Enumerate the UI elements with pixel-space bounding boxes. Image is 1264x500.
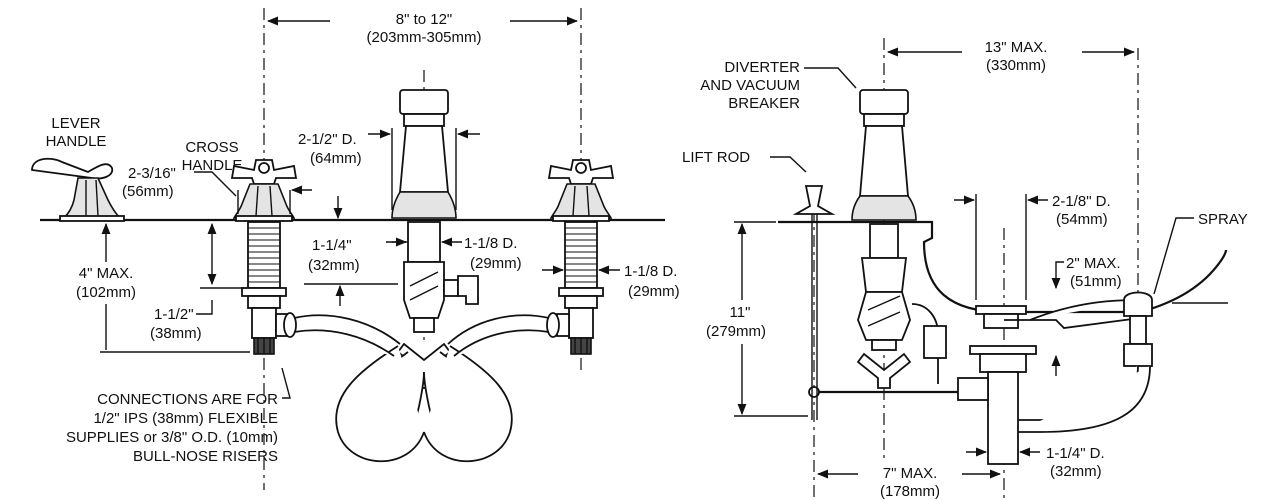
connections-note-line-3: SUPPLIES or 3/8" O.D. (10mm) bbox=[66, 429, 278, 446]
cross-handle-label-1: CROSS bbox=[185, 139, 238, 156]
spout-side-assembly bbox=[851, 89, 947, 389]
max-height-label-bg bbox=[46, 262, 168, 304]
valve-shank-dia-label-metric: (29mm) bbox=[628, 283, 680, 300]
spout-dia-label-imperial: 2-1/2" D. bbox=[298, 131, 357, 148]
handle-dia-label-imperial: 2-3/16" bbox=[128, 165, 176, 182]
spacing-label-bg bbox=[330, 8, 510, 48]
right-side-view: 13" MAX. (330mm) DIVERTER AND VACUUM BRE… bbox=[682, 38, 1248, 500]
diverter-label-3: BREAKER bbox=[728, 95, 800, 112]
offset-label-bg bbox=[858, 462, 962, 500]
drain-assembly bbox=[808, 299, 1141, 465]
tail-dia-label-metric: (32mm) bbox=[1050, 463, 1102, 480]
spout-shank-label-metric: (32mm) bbox=[308, 257, 360, 274]
shank-label-imperial: 1-1/2" bbox=[154, 306, 194, 323]
shank-label-metric: (38mm) bbox=[150, 325, 202, 342]
spout-shank-dia-label-imperial: 1-1/8 D. bbox=[464, 235, 517, 252]
cross-handle-label-2: HANDLE bbox=[182, 157, 243, 174]
spray-leader bbox=[1153, 217, 1194, 295]
diverter-label-2: AND VACUUM bbox=[700, 77, 800, 94]
spacing-label-metric: (203mm-305mm) bbox=[366, 29, 481, 46]
lift-rod bbox=[792, 185, 836, 420]
max-height-label-metric: (102mm) bbox=[76, 284, 136, 301]
reach-label-bg bbox=[962, 38, 1082, 78]
handle-dia-leader bbox=[194, 171, 237, 197]
countertop-and-basin bbox=[778, 220, 1228, 314]
handle-dia-label-metric: (56mm) bbox=[122, 183, 174, 200]
max-height-label-imperial: 4" MAX. bbox=[79, 265, 134, 282]
offset-label-metric: (178mm) bbox=[880, 483, 940, 500]
reach-label-metric: (330mm) bbox=[986, 57, 1046, 74]
lever-handle bbox=[31, 157, 125, 222]
diverter-leader bbox=[804, 67, 857, 89]
connections-leader bbox=[281, 367, 291, 399]
spout-dia-label-metric: (64mm) bbox=[310, 150, 362, 167]
spout-shank-label-imperial: 1-1/4" bbox=[312, 237, 352, 254]
drain-dia-label-metric: (54mm) bbox=[1056, 211, 1108, 228]
lift-rod-leader bbox=[770, 156, 807, 173]
left-cross-handle-valve bbox=[230, 159, 298, 355]
drain-max-arrow-top bbox=[1051, 261, 1064, 290]
drain-max-label-metric: (51mm) bbox=[1070, 273, 1122, 290]
tail-dia-label-imperial: 1-1/4" D. bbox=[1046, 445, 1105, 462]
right-cross-handle-valve bbox=[546, 159, 615, 355]
lift-rod-label: LIFT ROD bbox=[682, 149, 750, 166]
connections-note-line-2: 1/2" IPS (38mm) FLEXIBLE bbox=[93, 410, 278, 427]
offset-label-imperial: 7" MAX. bbox=[883, 465, 938, 482]
spacing-label-imperial: 8" to 12" bbox=[396, 11, 453, 28]
drain-dia-label-imperial: 2-1/8" D. bbox=[1052, 193, 1111, 210]
spray-label: SPRAY bbox=[1198, 211, 1248, 228]
spout-assembly bbox=[293, 89, 550, 463]
connections-note-line-4: BULL-NOSE RISERS bbox=[133, 448, 278, 465]
diverter-label-1: DIVERTER bbox=[724, 59, 800, 76]
left-front-view: 8" to 12" (203mm-305mm) LEVER HANDLE CRO… bbox=[31, 8, 680, 490]
reach-label-imperial: 13" MAX. bbox=[985, 39, 1048, 56]
connections-note-line-1: CONNECTIONS ARE FOR bbox=[97, 391, 278, 408]
shank-dim-leader bbox=[196, 300, 213, 315]
spout-shank-dia-label-metric: (29mm) bbox=[470, 255, 522, 272]
valve-shank-dia-label-imperial: 1-1/8 D. bbox=[624, 263, 677, 280]
height-label-imperial: 11" bbox=[730, 304, 751, 321]
drain-max-label-imperial: 2" MAX. bbox=[1066, 255, 1121, 272]
side-spray bbox=[1018, 291, 1153, 433]
height-label-metric: (279mm) bbox=[706, 323, 766, 340]
lever-handle-label-2: HANDLE bbox=[46, 133, 107, 150]
height-label-bg bbox=[688, 300, 782, 344]
lever-handle-label-1: LEVER bbox=[51, 115, 100, 132]
